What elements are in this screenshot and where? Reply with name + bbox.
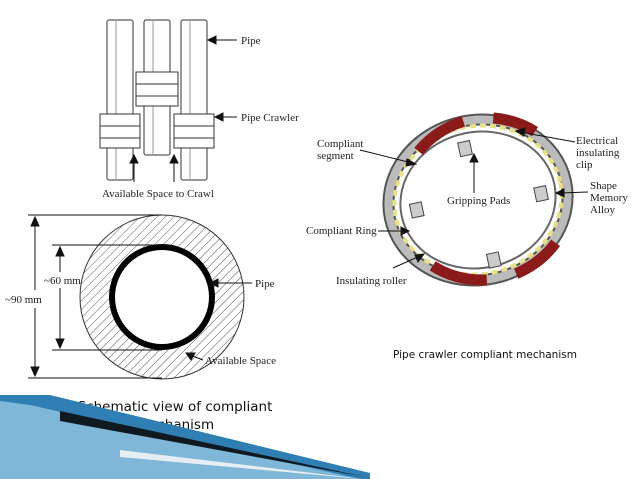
outer-dim-label: ~90 mm	[5, 294, 42, 306]
compliant-segment-label: Compliant segment	[317, 138, 377, 162]
crawler-blocks	[99, 71, 215, 149]
shape-memory-alloy-label: Shape Memory Alloy	[590, 180, 636, 216]
insulating-roller-label: Insulating roller	[336, 275, 407, 287]
compliant-ring-text: Compliant Ring	[306, 225, 377, 237]
cross-space-label: Available Space	[205, 355, 276, 367]
gripping-pads-text: Gripping Pads	[447, 195, 511, 207]
compliant-ring-label: Compliant Ring	[306, 225, 377, 237]
mechanism-caption: Pipe crawler compliant mechanism	[393, 349, 577, 361]
cross-pipe-label: Pipe	[255, 278, 275, 290]
electrical-clip-label: Electrical insulating clip	[576, 135, 636, 171]
pipe-crawler-label: Pipe Crawler	[241, 112, 299, 124]
gripping-pads-label: Gripping Pads	[447, 195, 510, 207]
decorative-swoosh	[0, 395, 370, 479]
cross-section	[28, 214, 252, 380]
compliant-segment-text: Compliant segment	[317, 138, 364, 162]
mechanism-arrows	[359, 127, 589, 269]
available-space-label: Available Space to Crawl	[102, 188, 214, 200]
pipe-left	[106, 19, 134, 181]
pipe-right	[180, 19, 208, 181]
pipe-label: Pipe	[241, 35, 261, 47]
electrical-clip-text: Electrical insulating clip	[576, 135, 620, 171]
shape-memory-alloy-text: Shape Memory Alloy	[590, 180, 628, 216]
insulating-roller-text: Insulating roller	[336, 275, 407, 287]
schematic-arrows	[129, 35, 237, 182]
compliant-ring-illustration	[382, 112, 574, 287]
inner-dim-label: ~60 mm	[44, 275, 81, 287]
